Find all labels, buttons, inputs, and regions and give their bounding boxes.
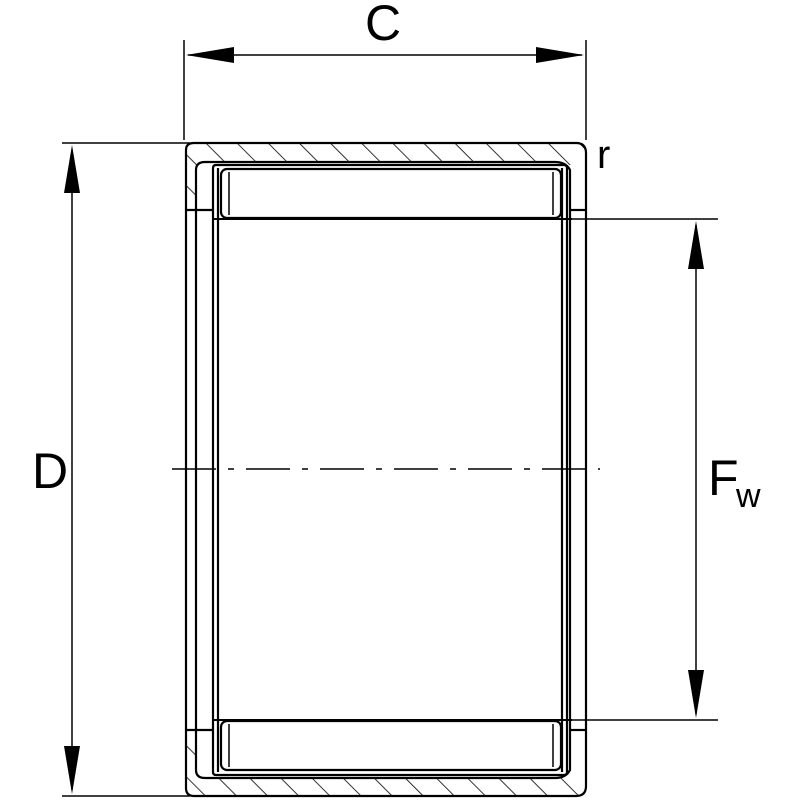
cage [211, 163, 569, 777]
extension-lines-c [183, 40, 587, 140]
label-fw-main: F [708, 450, 739, 506]
dimension-line-fw [688, 221, 704, 718]
label-d: D [32, 443, 68, 499]
dimension-line-c [186, 47, 584, 63]
extension-lines-d [62, 142, 190, 797]
extension-lines-fw [572, 218, 718, 721]
bore-lines [213, 218, 572, 721]
label-c: C [365, 0, 401, 51]
dimension-line-d [64, 145, 80, 794]
label-r: r [597, 133, 610, 177]
needle-roller-bottom [219, 719, 563, 772]
needle-roller-top [219, 167, 563, 220]
label-fw-sub: w [735, 477, 761, 515]
